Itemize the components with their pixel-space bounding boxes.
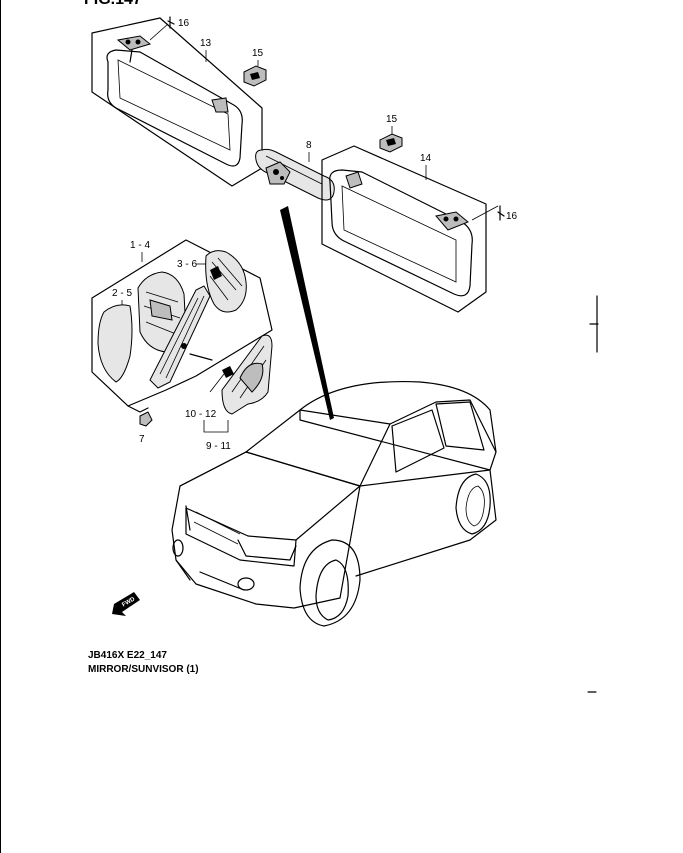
right-sunvisor-hinge-mount — [435, 211, 469, 231]
callout-7: 7 — [139, 434, 145, 445]
callout-15-right: 15 — [386, 114, 398, 125]
vehicle-outline — [171, 380, 497, 627]
callout-14: 14 — [420, 153, 432, 164]
diagram-title: MIRROR/SUNVISOR (1) — [88, 664, 199, 675]
callout-1-4: 1 - 4 — [130, 240, 150, 251]
figure-label: FIG.147 — [84, 0, 142, 8]
nut-7 — [139, 411, 153, 427]
screw-16-right — [497, 205, 505, 221]
mirror-base-bracket — [149, 285, 211, 389]
callout-2-5-label: 2 - 5 — [112, 288, 132, 299]
right-edge-marker — [589, 295, 599, 353]
left-sunvisor-group — [91, 17, 263, 187]
left-frame-border — [0, 0, 1, 853]
right-sunvisor-group — [321, 145, 487, 313]
right-sunvisor-panel — [329, 169, 473, 297]
rear-view-mirror — [255, 148, 335, 201]
left-sunvisor-panel — [106, 49, 243, 167]
diagram-code: JB416X E22_147 — [88, 650, 167, 661]
screw-16-top — [167, 16, 175, 29]
callout-3-6: 3 - 6 — [177, 259, 197, 270]
mirror-glass-2-5 — [97, 304, 133, 383]
mirror-cover-3-6 — [205, 250, 247, 313]
callout-13: 13 — [200, 38, 212, 49]
callout-15-left: 15 — [252, 48, 264, 59]
forward-direction-arrow: FWD — [112, 592, 140, 616]
right-sunvisor-bracket-box — [321, 145, 487, 313]
windshield — [245, 409, 391, 487]
left-sunvisor-bracket-box — [91, 17, 263, 187]
callout-9-11: 9 - 11 — [206, 441, 231, 452]
callout-8: 8 — [306, 140, 312, 151]
callout-16-top: 16 — [178, 18, 190, 29]
garnish-clip-10-12 — [222, 366, 234, 378]
rear-view-mirror-group: 8 — [255, 140, 335, 201]
callout-16-right: 16 — [506, 211, 518, 222]
left-sunvisor-hinge-mount — [116, 35, 152, 51]
mirror-location-pointer — [280, 206, 334, 420]
callout-10-12: 10 - 12 — [185, 409, 217, 420]
